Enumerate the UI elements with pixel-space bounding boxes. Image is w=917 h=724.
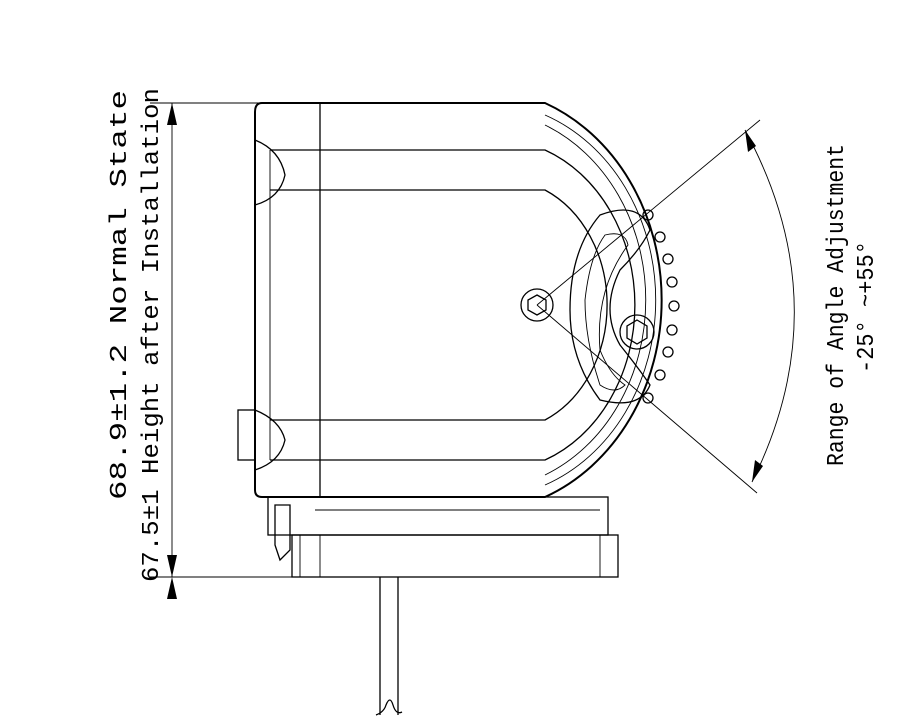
lock-bolt-icon: [619, 314, 655, 350]
angle-range-value: -25° ~+55°: [854, 241, 881, 373]
pivot-screw-icon: [520, 288, 554, 322]
angle-range-indicator: [536, 119, 795, 494]
normal-state-label: 68.9±1.2 Normal State: [107, 90, 134, 500]
height-dimension: [150, 102, 345, 599]
device-body: [237, 102, 680, 498]
device-base: [267, 496, 619, 578]
angle-range-title: Range of Angle Adjustment: [824, 144, 851, 466]
installed-height-label: 67.5±1 Height after Installation: [139, 88, 166, 582]
cable: [375, 577, 403, 716]
detent-holes: [642, 209, 680, 404]
